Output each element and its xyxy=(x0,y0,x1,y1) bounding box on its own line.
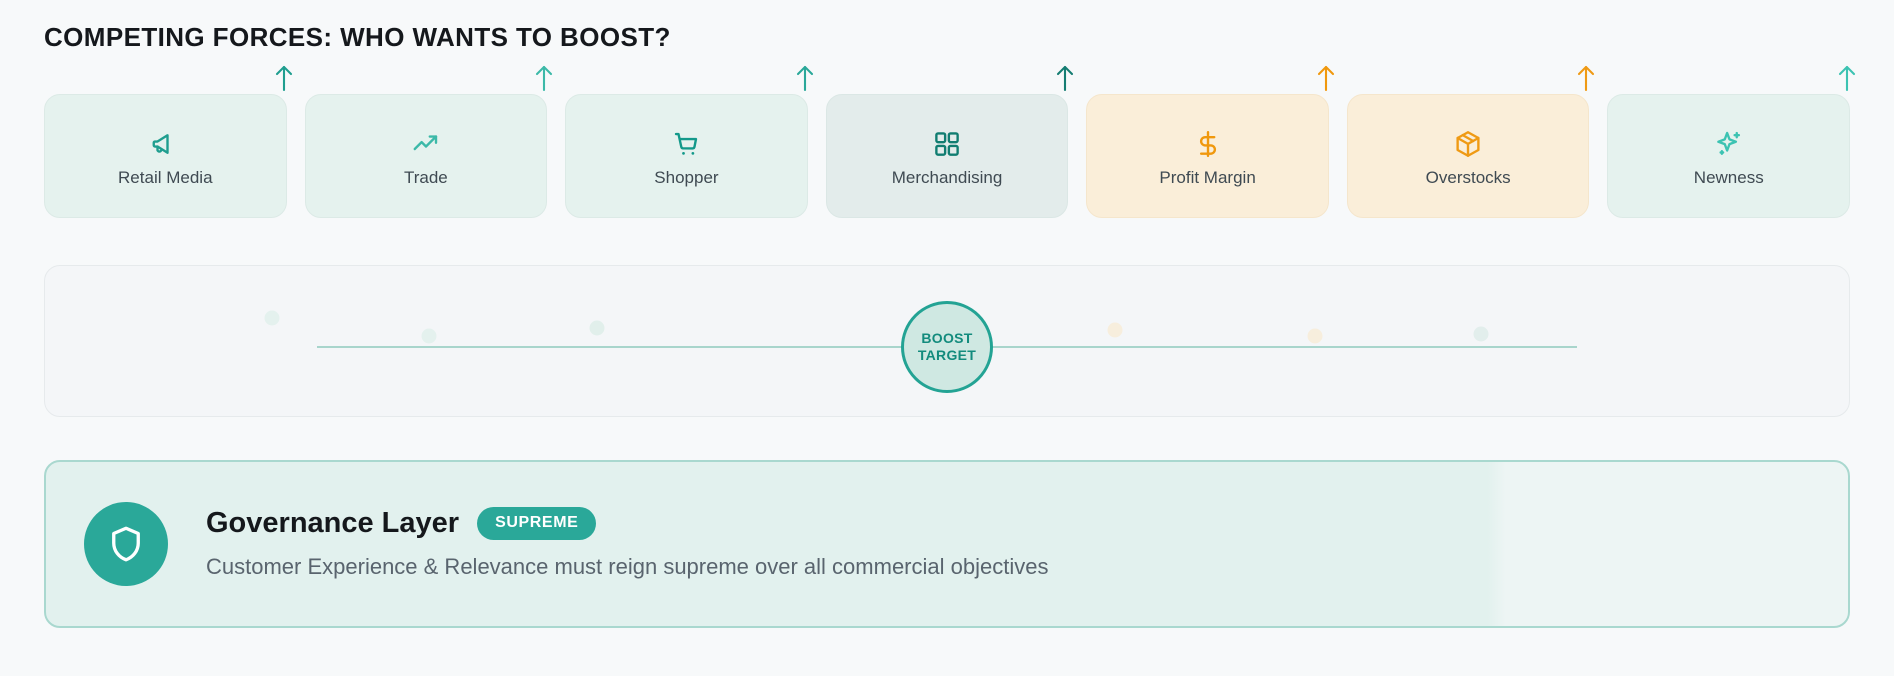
up-arrow-icon xyxy=(794,64,816,92)
up-arrow-icon xyxy=(1315,64,1337,92)
force-dot-shopper xyxy=(589,320,605,336)
competing-forces-row: Retail Media Trade Shopper Merchandising Pro… xyxy=(44,65,1856,218)
sparkles-icon xyxy=(1714,127,1744,161)
package-box-icon xyxy=(1453,127,1483,161)
force-card-merchandising[interactable]: Merchandising xyxy=(825,65,1074,218)
up-arrow-icon xyxy=(1054,64,1076,92)
grid-icon xyxy=(932,127,962,161)
force-card-label: Merchandising xyxy=(891,167,1003,187)
trending-up-icon xyxy=(411,127,441,161)
force-card-shopper[interactable]: Shopper xyxy=(565,65,813,218)
governance-title: Governance Layer xyxy=(206,507,460,540)
page-title: COMPETING FORCES: WHO WANTS TO BOOST? xyxy=(44,22,671,52)
force-card-retail-media[interactable]: Retail Media xyxy=(44,65,292,218)
governance-layer-panel: Governance Layer SUPREME Customer Experi… xyxy=(44,460,1850,628)
dollar-sign-icon xyxy=(1193,127,1223,161)
force-dot-overstocks xyxy=(1307,328,1323,344)
force-card-label: Newness xyxy=(1693,167,1764,187)
force-card-overstocks[interactable]: Overstocks xyxy=(1346,65,1595,218)
shopping-cart-icon xyxy=(671,127,701,161)
force-card-label: Trade xyxy=(403,167,448,187)
force-dot-newness xyxy=(1473,326,1489,342)
force-card-trade[interactable]: Trade xyxy=(304,65,553,218)
boost-target-panel: BOOST TARGET xyxy=(44,265,1850,417)
force-card-label: Profit Margin xyxy=(1159,167,1256,187)
governance-text-block: Governance Layer SUPREME Customer Experi… xyxy=(206,507,1048,580)
governance-description: Customer Experience & Relevance must rei… xyxy=(206,554,1049,580)
megaphone-icon xyxy=(150,127,180,161)
boost-target-line-1: BOOST xyxy=(921,329,973,346)
force-card-label: Retail Media xyxy=(118,167,213,187)
force-card-label: Overstocks xyxy=(1425,167,1511,187)
force-card-newness[interactable]: Newness xyxy=(1607,65,1856,218)
status-badge: SUPREME xyxy=(477,507,597,541)
up-arrow-icon xyxy=(1575,64,1597,92)
up-arrow-icon xyxy=(273,64,295,92)
force-dot-profit-margin xyxy=(1107,322,1123,338)
shield-icon xyxy=(84,502,168,586)
up-arrow-icon xyxy=(1836,64,1858,92)
force-dot-trade xyxy=(421,328,437,344)
boost-target-marker[interactable]: BOOST TARGET xyxy=(901,301,993,393)
force-dot-retail-media xyxy=(264,310,280,326)
up-arrow-icon xyxy=(533,64,555,92)
force-card-profit-margin[interactable]: Profit Margin xyxy=(1086,65,1334,218)
force-card-label: Shopper xyxy=(654,167,719,187)
governance-title-row: Governance Layer SUPREME xyxy=(206,507,1048,541)
boost-target-line-2: TARGET xyxy=(917,347,977,363)
